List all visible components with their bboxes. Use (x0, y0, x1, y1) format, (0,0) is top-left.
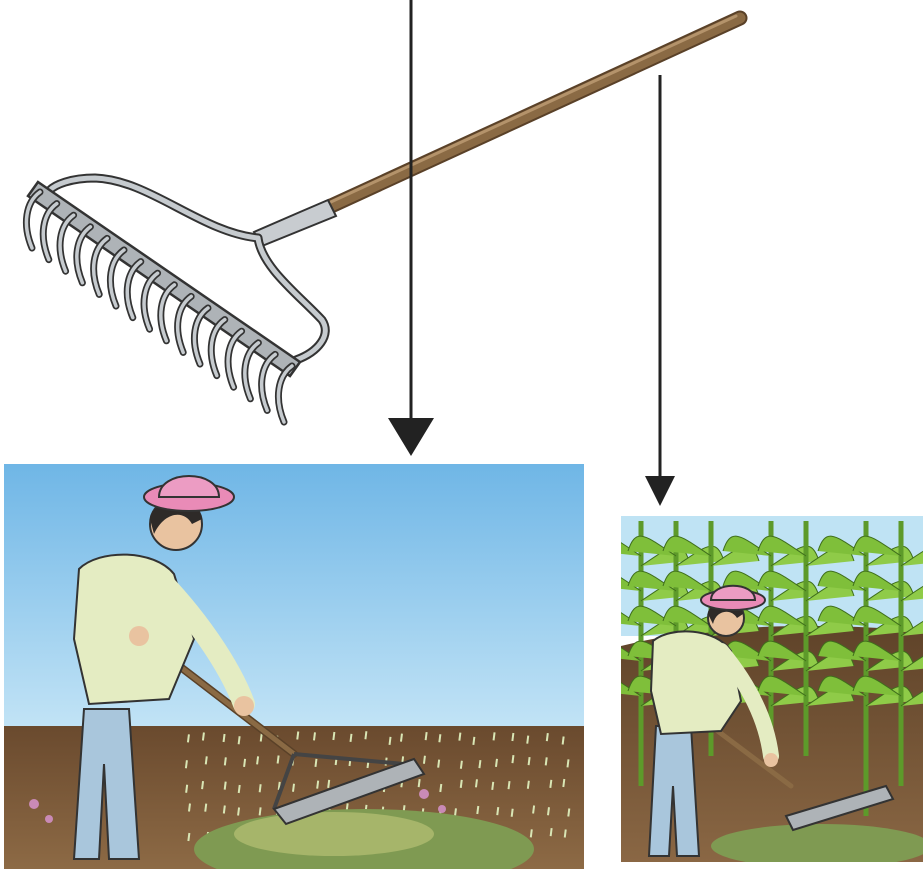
seedling (293, 784, 294, 792)
seedling (547, 733, 548, 741)
open-field-panel (4, 464, 584, 869)
corn-field-scene (621, 516, 923, 862)
seedling (261, 733, 262, 741)
rake-handle (318, 16, 740, 212)
seedling (328, 780, 329, 788)
seedling (550, 780, 551, 788)
seedling (509, 781, 510, 789)
seedling (563, 737, 564, 745)
seedling (461, 761, 462, 769)
seedling (333, 732, 334, 740)
seedling (350, 734, 351, 742)
seedling (565, 830, 566, 838)
seedling (224, 805, 225, 813)
seedling (239, 736, 240, 744)
seedling (188, 734, 189, 742)
seedling (563, 779, 564, 787)
seedling (512, 733, 513, 741)
seedling (477, 806, 478, 814)
seedling (512, 755, 513, 763)
seedling (512, 809, 513, 817)
seedling (401, 734, 402, 742)
seedling (551, 828, 552, 836)
seedling (496, 759, 497, 767)
seedling (186, 785, 187, 793)
seedling (206, 756, 207, 764)
seedling (189, 804, 190, 812)
seedling (438, 760, 439, 768)
seedling (531, 829, 532, 837)
seedling (426, 732, 427, 740)
seedling (479, 760, 480, 768)
seedling (476, 779, 477, 787)
seedling (260, 784, 261, 792)
seedling (497, 807, 498, 815)
rake-tines (26, 192, 292, 422)
seedling (546, 757, 547, 765)
seedling (567, 759, 568, 767)
seedling (297, 731, 298, 739)
seedling (494, 732, 495, 740)
seedling (238, 808, 239, 816)
seedling (473, 737, 474, 745)
seedling (568, 808, 569, 816)
seedling (459, 733, 460, 741)
seedling (278, 756, 279, 764)
seedling (440, 784, 441, 792)
seedling (317, 781, 318, 789)
seedling (528, 781, 529, 789)
seedling (390, 737, 391, 745)
seedling (548, 807, 549, 815)
seedling (365, 731, 366, 739)
rake-head (28, 182, 300, 376)
seedling (205, 804, 206, 812)
seedling (314, 732, 315, 740)
seedling (239, 785, 240, 793)
seedling (188, 833, 189, 841)
seedling (225, 757, 226, 765)
seedling (529, 757, 530, 765)
seedling (260, 807, 261, 815)
seedling (202, 781, 203, 789)
seedling (419, 779, 420, 787)
corn-field-panel (621, 516, 923, 862)
seedling (203, 732, 204, 740)
seedling (455, 808, 456, 816)
seedling (527, 736, 528, 744)
rake-ferrule (254, 200, 336, 246)
seedling (186, 760, 187, 768)
arrow-to-open-field (388, 0, 434, 456)
seedling (257, 756, 258, 764)
seedling (224, 734, 225, 742)
seedling (424, 756, 425, 764)
open-field-scene (4, 464, 584, 869)
seedling (315, 759, 316, 767)
arrow-to-corn-field (645, 75, 675, 506)
seedling (492, 782, 493, 790)
seedling (225, 782, 226, 790)
seedling (244, 759, 245, 767)
seedling (533, 805, 534, 813)
seedling (439, 734, 440, 742)
seedling (461, 780, 462, 788)
